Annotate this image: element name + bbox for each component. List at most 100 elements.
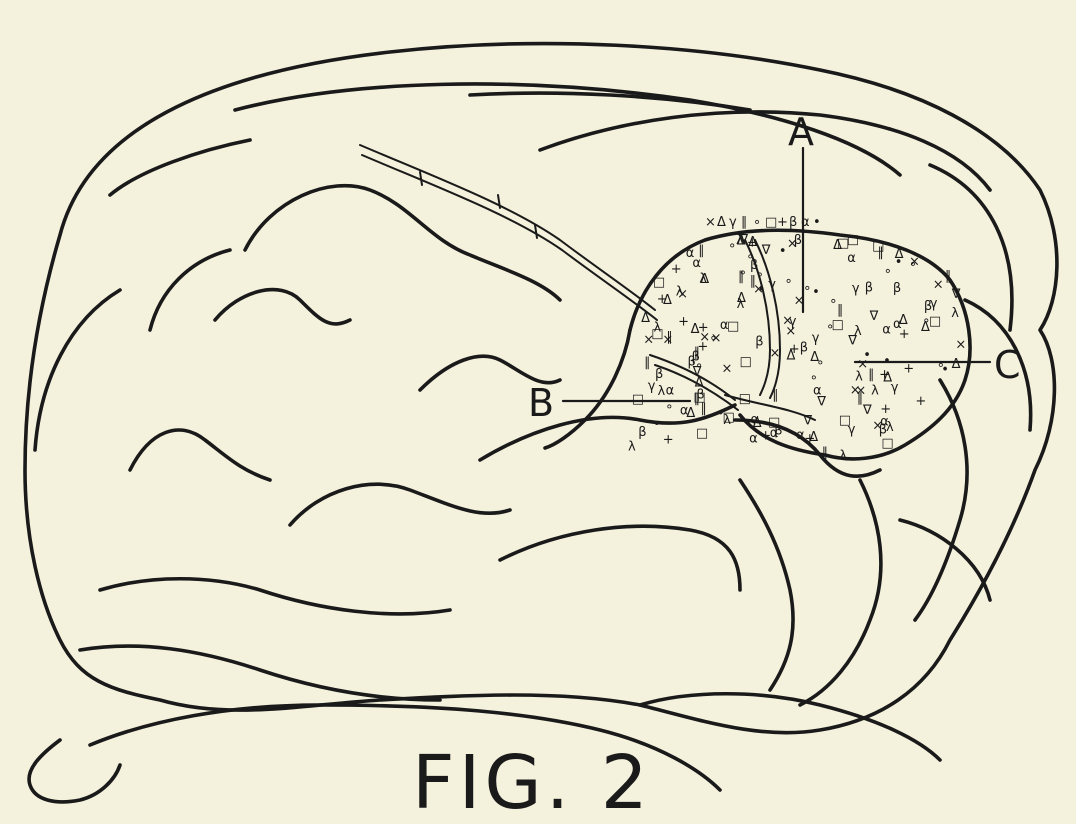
rim-symbol: • (813, 215, 821, 230)
marked-region-left-edge (545, 330, 630, 448)
region-symbol: λ (871, 383, 879, 398)
region-symbol: λ (737, 297, 745, 312)
region-symbol: α (720, 318, 729, 333)
region-symbol: ∘ (884, 264, 892, 279)
region-symbol: ∥ (644, 356, 651, 371)
region-symbol: × (770, 346, 781, 361)
frontal-gyrus-7 (100, 579, 450, 614)
region-symbol: • (812, 285, 820, 300)
sulcus-notch-3 (535, 225, 537, 238)
region-symbol: □ (929, 314, 941, 329)
region-symbol: β (638, 425, 646, 440)
region-symbol: ∘ (756, 268, 764, 283)
callout-a-label: A (788, 110, 814, 154)
region-symbol: + (879, 368, 890, 383)
region-symbol: α (749, 431, 758, 446)
region-symbol: + (678, 315, 689, 330)
temporal-gyrus-3 (740, 480, 793, 690)
region-symbol: α (882, 322, 891, 337)
region-symbol: × (850, 383, 861, 398)
region-symbol: β (893, 281, 901, 296)
region-symbol: ∘ (728, 239, 736, 254)
region-symbol: □ (837, 236, 849, 251)
region-symbol: β (755, 334, 763, 349)
region-symbol: ∇ (862, 403, 872, 418)
region-symbol: + (657, 292, 668, 307)
frontal-gyrus-5 (130, 430, 270, 480)
region-symbol: □ (872, 239, 884, 254)
rim-symbol: γ (729, 215, 737, 230)
region-symbol: + (915, 394, 926, 409)
region-symbol: Δ (686, 406, 695, 421)
region-symbol: Δ (700, 272, 709, 287)
region-symbol: □ (839, 413, 851, 428)
upper-fold-3 (540, 112, 990, 190)
region-symbol: ∘ (816, 356, 824, 371)
right-fold-1 (930, 165, 1012, 330)
region-symbol: ∥ (666, 330, 673, 345)
region-symbol: β (794, 233, 802, 248)
region-symbol: ∥ (945, 269, 952, 284)
rim-symbol: β (789, 215, 797, 230)
region-symbol: □ (739, 392, 751, 407)
region-symbol: □ (632, 392, 644, 407)
region-symbol: • (941, 363, 949, 378)
region-symbol: • (653, 417, 661, 432)
region-symbol: + (663, 432, 674, 447)
region-symbol: ∘ (709, 331, 717, 346)
region-symbol: + (747, 236, 758, 251)
region-symbol: α (847, 251, 856, 266)
region-symbol: □ (832, 318, 844, 333)
region-symbol: Δ (753, 416, 762, 431)
region-symbol: ∘ (922, 313, 930, 328)
region-symbol: λ (839, 449, 847, 464)
region-symbol: γ (852, 281, 860, 296)
region-symbol: α (666, 384, 675, 399)
region-symbol: γ (789, 315, 797, 330)
region-symbol: β (800, 341, 808, 356)
region-symbol: □ (651, 327, 663, 342)
region-symbol: × (722, 362, 733, 377)
region-symbol: γ (768, 277, 776, 292)
region-symbol: β (692, 350, 700, 365)
region-symbol: ∥ (822, 446, 829, 461)
region-symbol: × (699, 330, 710, 345)
region-symbol: ∥ (772, 388, 779, 403)
region-symbol: ∘ (909, 257, 917, 272)
region-symbol: Δ (641, 311, 650, 326)
region-symbol: γ (812, 331, 820, 346)
region-symbol: □ (881, 436, 893, 451)
rim-symbol: ∘ (753, 215, 761, 230)
sulcus-notch-2 (498, 195, 500, 208)
region-symbol: α (692, 256, 701, 271)
region-symbol: • (779, 244, 787, 259)
rim-symbol: + (777, 215, 788, 230)
lower-lobe-3 (29, 740, 120, 802)
callout-b-label: B (528, 381, 554, 425)
region-symbol: ∘ (785, 274, 793, 289)
region-symbol: λ (723, 413, 731, 428)
region-symbol: β (655, 367, 663, 382)
region-symbol: ∥ (738, 269, 745, 284)
rim-symbol: ∥ (741, 215, 748, 230)
region-symbol: α (796, 428, 805, 443)
region-symbol: γ (891, 380, 899, 395)
region-symbol: + (789, 342, 800, 357)
region-symbol: × (933, 278, 944, 293)
region-symbol: ∇ (761, 243, 771, 258)
region-symbol: λ (854, 324, 862, 339)
region-symbol: ∘ (746, 250, 754, 265)
region-symbol: □ (696, 426, 708, 441)
region-symbol: λ (658, 384, 666, 399)
frontal-gyrus-3 (215, 290, 350, 324)
temporal-gyrus-4 (800, 480, 881, 705)
region-symbol: × (955, 338, 966, 353)
callout-c-label: C (994, 343, 1021, 387)
region-symbol: + (671, 262, 682, 277)
region-symbol: α (880, 415, 889, 430)
rim-symbol: Δ (717, 215, 726, 230)
region-symbol: ∇ (816, 394, 826, 409)
region-symbol: + (899, 327, 910, 342)
